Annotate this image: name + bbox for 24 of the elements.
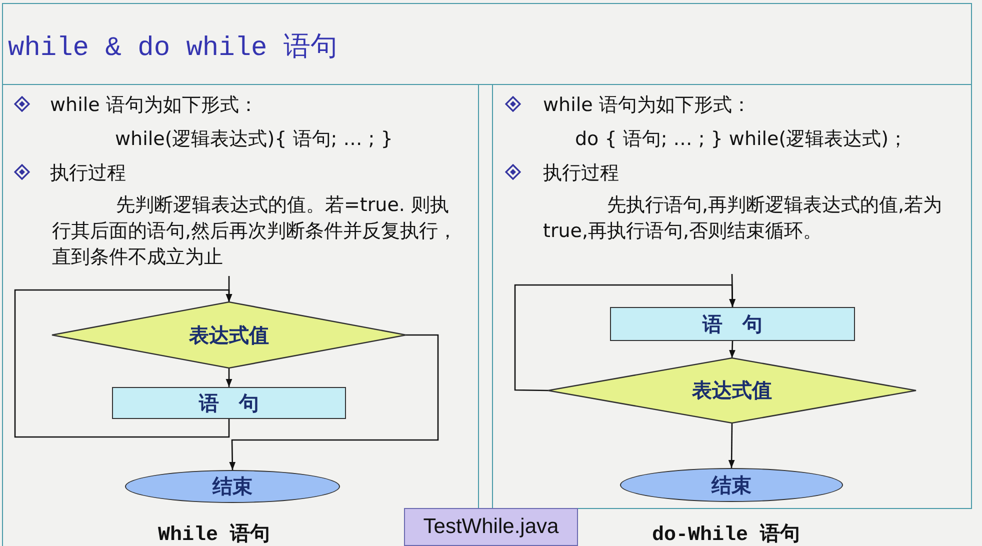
process-box: 语 句 — [610, 307, 855, 341]
process-box: 语 句 — [112, 387, 346, 419]
body-text: while 语句为如下形式： — [50, 93, 258, 118]
body-text: do { 语句; … ; } while(逻辑表达式)； — [575, 127, 908, 152]
body-text: while(逻辑表达式){ 语句; … ; } — [115, 127, 393, 152]
arrow — [514, 284, 736, 392]
description-text: 先执行语句,再判断逻辑表达式的值,若为true,再执行语句,否则结束循环。 — [543, 193, 944, 244]
description-text: 先判断逻辑表达式的值。若=true. 则执行其后面的语句,然后再次判断条件并反复执行，直到条件不成立为止 — [52, 193, 458, 270]
decision-diamond: 表达式值 — [548, 358, 916, 423]
file-tab: TestWhile.java — [404, 508, 578, 546]
diagram-caption: While 语句 — [158, 522, 270, 546]
body-text: 执行过程 — [50, 161, 126, 186]
body-text: while 语句为如下形式： — [543, 93, 751, 118]
decision-diamond: 表达式值 — [52, 302, 406, 368]
body-text: 执行过程 — [543, 161, 619, 186]
terminator-oval: 结束 — [125, 470, 340, 503]
arrow — [229, 334, 439, 470]
arrow — [226, 368, 232, 387]
arrow — [14, 289, 232, 438]
slide-title: while & do while 语句 — [8, 32, 338, 64]
terminator-oval: 结束 — [620, 468, 843, 502]
arrow — [729, 340, 736, 358]
diagram-caption: do-While 语句 — [652, 522, 800, 546]
arrow — [728, 423, 735, 468]
